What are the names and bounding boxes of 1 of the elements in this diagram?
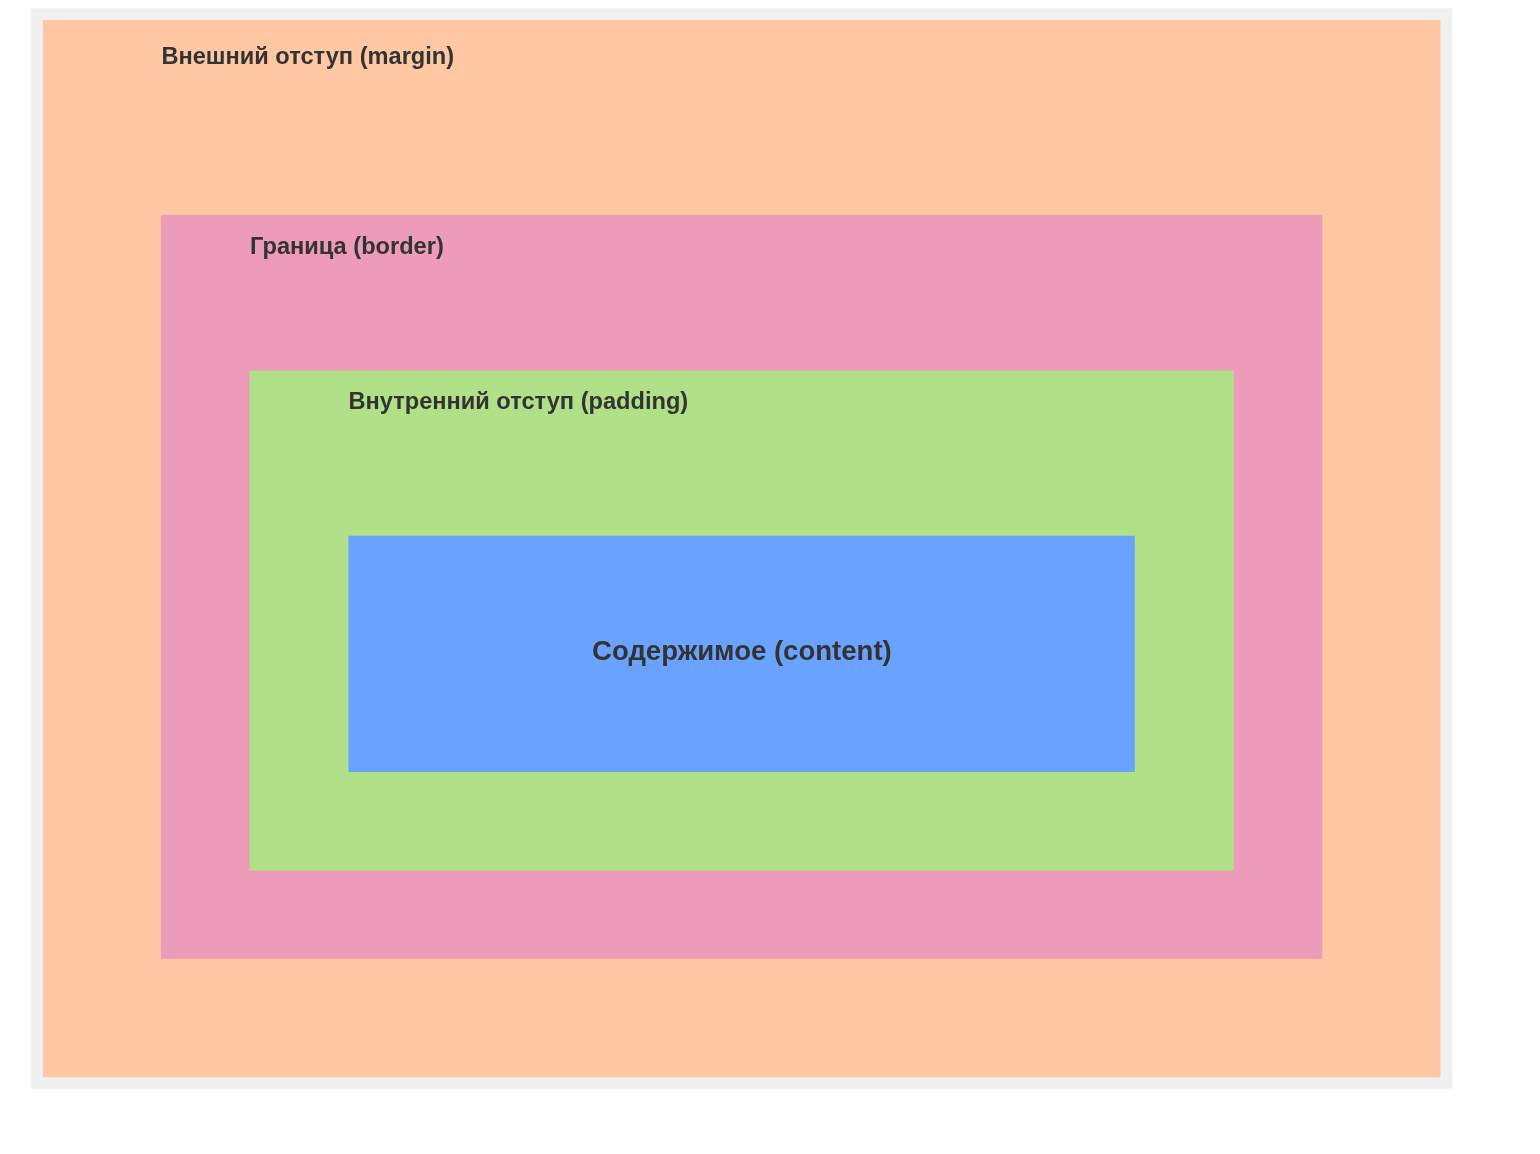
node-box: Содержимое (content) [348, 535, 1135, 773]
